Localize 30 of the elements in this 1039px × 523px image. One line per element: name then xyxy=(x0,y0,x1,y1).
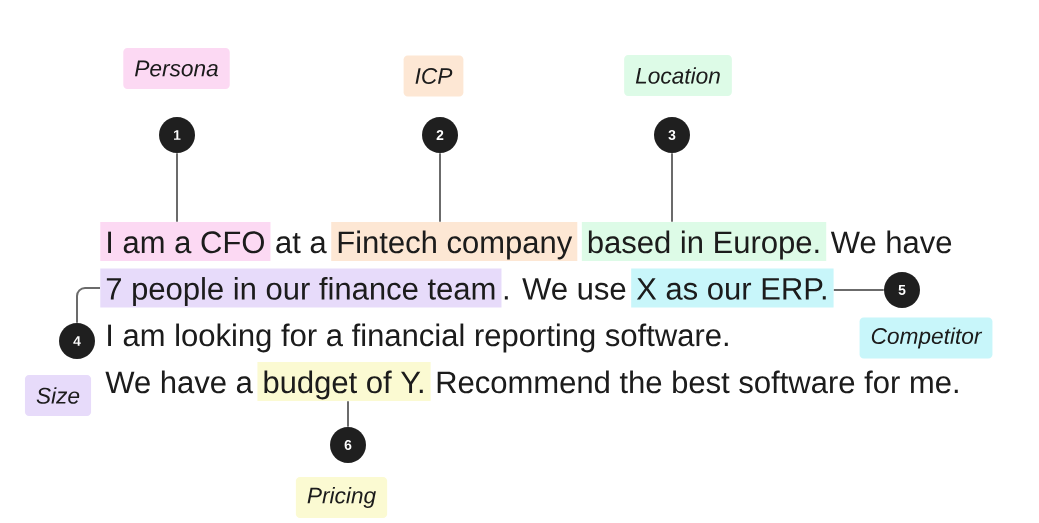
leader-line xyxy=(832,289,885,291)
highlighted-phrase: I am a CFO xyxy=(100,222,271,261)
category-tag: Pricing xyxy=(295,477,388,518)
category-tag: Size xyxy=(24,375,92,416)
callout-number: 6 xyxy=(330,427,366,463)
body-text: Recommend the best software for me. xyxy=(437,370,958,394)
callout-number: 2 xyxy=(422,117,458,153)
callout-number: 4 xyxy=(59,323,95,359)
leader-line xyxy=(347,400,349,428)
body-text: We have xyxy=(830,230,952,254)
highlighted-phrase: based in Europe. xyxy=(581,222,827,261)
highlighted-phrase: Fintech company xyxy=(331,222,578,261)
category-tag: Persona xyxy=(123,48,230,89)
body-text: I am looking for a financial reporting software. xyxy=(108,323,728,353)
category-tag: Competitor xyxy=(859,317,993,359)
callout-number: 3 xyxy=(654,117,690,153)
highlighted-phrase: 7 people in our finance team xyxy=(100,268,502,308)
highlighted-phrase: X as our ERP. xyxy=(631,268,834,308)
body-text: . We use xyxy=(504,278,626,300)
callout-number: 1 xyxy=(159,117,195,153)
callout-number: 5 xyxy=(884,272,920,308)
leader-line xyxy=(439,152,441,223)
category-tag: Location xyxy=(624,55,732,96)
leader-line xyxy=(671,152,673,223)
body-text: at a xyxy=(276,232,327,254)
leader-line xyxy=(76,287,101,324)
highlighted-phrase: budget of Y. xyxy=(257,362,431,401)
leader-line xyxy=(176,152,178,223)
category-tag: ICP xyxy=(403,55,464,97)
body-text: We have a xyxy=(105,370,253,394)
